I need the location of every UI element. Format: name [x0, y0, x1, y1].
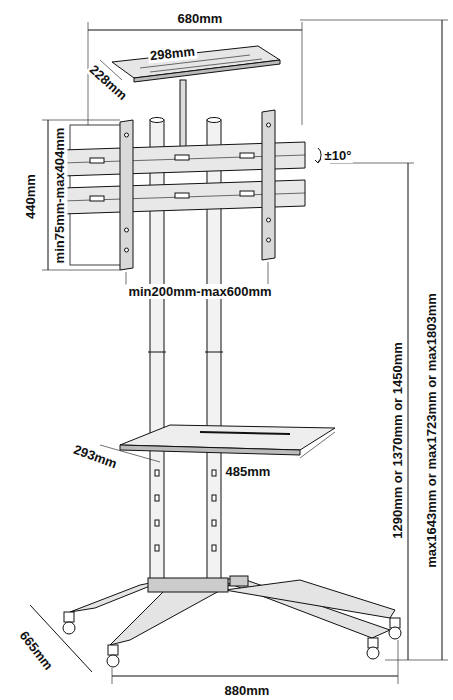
dimension-label: 440mm	[23, 172, 38, 221]
dimension-label: ±10°	[323, 148, 354, 163]
dimension-label: min75mm-max404mm	[53, 125, 68, 265]
dimension-label: max1643mm or max1723mm or max1803mm	[424, 291, 439, 570]
dimension-label: 680mm	[176, 11, 225, 26]
dimension-label: 1290mm or 1370mm or 1450mm	[390, 340, 405, 541]
dimension-label: 485mm	[224, 464, 273, 479]
dimension-label: 880mm	[223, 683, 272, 698]
dimension-label: 665mm	[15, 626, 57, 674]
dimension-label: 293mm	[70, 441, 121, 472]
dimension-label: min200mm-max600mm	[126, 284, 273, 299]
